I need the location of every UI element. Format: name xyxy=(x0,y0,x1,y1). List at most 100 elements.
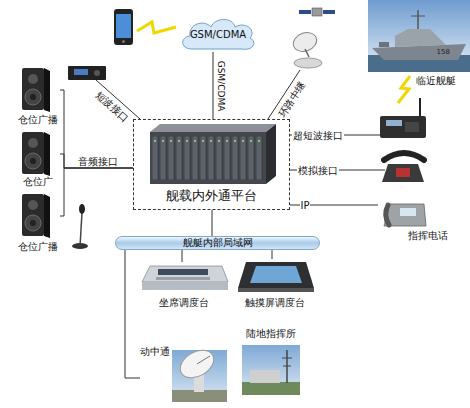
node-label: 仓位广播 xyxy=(15,113,60,126)
network-cloud: GSM/CDMA xyxy=(178,16,258,52)
ship-photo xyxy=(411,16,425,17)
interface-label: 环路中继 xyxy=(275,78,309,120)
speaker-node: 仓位广播 xyxy=(15,192,60,252)
command-post-photo xyxy=(282,358,292,359)
touch-console xyxy=(238,288,314,292)
speaker-icon xyxy=(22,194,50,238)
shortwave-radio xyxy=(94,70,100,76)
edge-label: IP xyxy=(300,199,311,212)
ushortwave-radio xyxy=(380,116,426,138)
connector-line xyxy=(213,52,214,119)
speaker-icon xyxy=(22,68,50,112)
command-post: 陆地指挥所 xyxy=(240,325,302,397)
satellite-dish xyxy=(291,29,322,68)
mobile-phone xyxy=(116,14,131,38)
command-post-photo xyxy=(242,345,300,395)
seat-console xyxy=(142,266,228,282)
microphone xyxy=(80,213,82,246)
ushortwave-radio xyxy=(419,98,421,116)
satellite xyxy=(312,8,322,16)
ship-photo xyxy=(368,0,470,72)
satellite-dish xyxy=(305,49,309,57)
speaker-icon xyxy=(22,132,50,176)
console-node: 触摸屏调度台 xyxy=(233,259,317,310)
ship-photo xyxy=(395,29,446,47)
ship-photo xyxy=(417,10,419,29)
ip-phone xyxy=(386,205,389,225)
seat-console xyxy=(142,266,228,290)
wireless-bolt xyxy=(137,22,176,33)
ship-photo xyxy=(379,42,389,47)
satellite-dish xyxy=(294,58,322,68)
node-label: 指挥电话 xyxy=(378,229,448,242)
node-label: 坐席调度台 xyxy=(138,296,230,309)
antenna-node: 动中通 xyxy=(140,343,230,405)
wireless-bolt xyxy=(137,22,176,33)
rack-device xyxy=(150,124,276,184)
connector-line xyxy=(272,250,273,259)
wireless-bolt xyxy=(398,76,410,103)
command-post-photo xyxy=(283,366,291,367)
microphone xyxy=(79,204,85,214)
platform-box: 舰载内外通平台 xyxy=(133,119,290,210)
rack-device xyxy=(150,132,266,184)
rack-device xyxy=(152,136,264,180)
hull-number: 158 xyxy=(436,47,451,57)
rack-device xyxy=(150,124,276,132)
node-label: GSM/CDMA xyxy=(178,28,258,41)
seat-console xyxy=(142,282,228,290)
shortwave-radio xyxy=(68,66,106,80)
microphone xyxy=(72,204,88,249)
speaker-node: 仓位广播 xyxy=(15,66,60,126)
satellite xyxy=(323,10,335,14)
antenna-photo xyxy=(175,345,218,384)
touch-console xyxy=(238,262,314,292)
command-post-photo xyxy=(242,382,300,395)
node-label: 临近舰艇 xyxy=(398,74,456,87)
ushortwave-radio xyxy=(386,120,402,126)
interface-label: 模拟接口 xyxy=(297,164,339,177)
command-phone: 指挥电话 xyxy=(378,196,450,242)
node-label: 舰艇内部局域网 xyxy=(116,237,319,249)
seat-console xyxy=(158,269,208,275)
speaker-node: 仓位广 xyxy=(15,130,60,188)
analog-phone xyxy=(384,153,424,160)
mobile-phone xyxy=(114,9,133,45)
touch-console xyxy=(250,266,302,283)
command-post-photo xyxy=(250,370,280,383)
node-label: 陆地指挥所 xyxy=(240,327,302,340)
console-node: 坐席调度台 xyxy=(138,262,230,310)
shortwave-radio xyxy=(68,66,106,80)
connector-line xyxy=(60,168,133,216)
ip-phone xyxy=(400,208,416,216)
connector-line xyxy=(60,154,133,168)
edge-label: GSM/CDMA xyxy=(215,60,227,113)
rack-device xyxy=(266,124,276,184)
interface-label: 超短波接口 xyxy=(292,129,344,142)
ship-node: 临近舰艇 xyxy=(368,0,470,88)
connector-line xyxy=(212,210,213,236)
touch-console xyxy=(238,262,314,288)
satellite xyxy=(299,10,311,14)
speaker-icon xyxy=(22,68,50,238)
satellite-dish xyxy=(291,29,320,54)
analog-phone xyxy=(382,164,424,182)
command-post-photo xyxy=(242,345,300,395)
analog-phone xyxy=(382,153,424,182)
antenna-photo xyxy=(172,345,227,402)
node-label: 触摸屏调度台 xyxy=(233,296,317,309)
ship-photo xyxy=(368,0,470,72)
node-label: 仓位广 xyxy=(15,175,60,188)
analog-phone xyxy=(396,168,410,177)
lan-band: 舰艇内部局域网 xyxy=(115,236,320,250)
ushortwave-radio xyxy=(405,122,419,132)
edge-label: 音频接口 xyxy=(77,155,119,168)
antenna-photo xyxy=(197,356,210,364)
ushortwave-radio xyxy=(380,98,426,138)
shortwave-radio xyxy=(74,69,88,75)
connector-line xyxy=(182,250,183,262)
seat-console xyxy=(156,277,210,280)
